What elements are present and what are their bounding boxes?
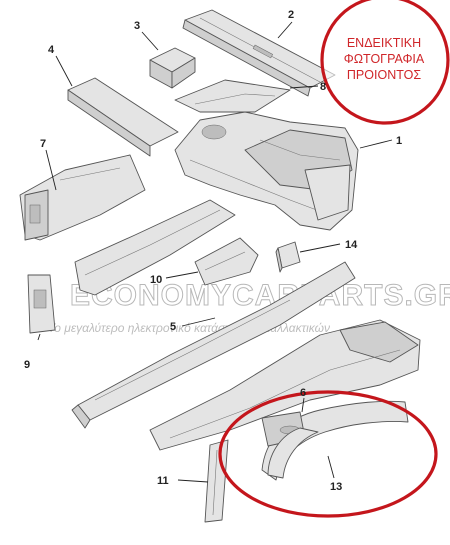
part-8-bracket [174,79,291,113]
callout-3: 3 [134,20,140,32]
part-14-block [275,241,301,273]
stamp-line-2: ΦΩΤΟΓΡΑΦΙΑ [344,52,425,66]
callout-8: 8 [320,81,326,93]
part-10-bracket [194,237,259,286]
part-11-post [204,439,229,523]
stamp-line-1: ΕΝΔΕΙΚΤΙΚΗ [347,36,421,50]
rear-floor-assembly [149,319,421,451]
part-6-inner-arch [267,427,319,479]
leader-lines [37,21,393,483]
part-9-plate [27,274,56,334]
watermark-subtitle: Το μεγαλύτερο ηλεκτρονικό κατάστημα αντα… [48,321,330,335]
callout-4: 4 [48,44,55,56]
side-rail [74,199,236,296]
callout-2: 2 [288,9,294,21]
product-photo-stamp [320,0,450,125]
callout-1: 1 [396,135,402,147]
stamp-line-3: ΠΡΟΙΟΝΤΟΣ [347,68,421,82]
part-1-front-assembly [174,111,359,231]
callout-13: 13 [330,481,342,493]
watermark-title: ECONOMYCARPARTS.GR [70,279,450,312]
callout-7: 7 [40,138,46,150]
part-5-lower-rail [71,261,356,429]
callout-6: 6 [300,387,306,399]
part-7-side-member [19,154,146,241]
callout-5: 5 [170,321,176,333]
callout-10: 10 [150,274,162,286]
highlight-circle [218,390,438,518]
part-2-rail [182,9,336,97]
part-3-bracket [149,47,196,89]
callout-11: 11 [157,475,169,487]
callout-14: 14 [345,239,358,251]
part-4-channel [67,77,179,157]
callout-9: 9 [24,359,30,371]
